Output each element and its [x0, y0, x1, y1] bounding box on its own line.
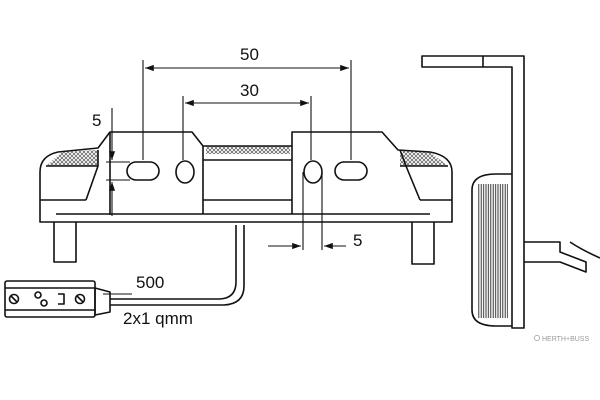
support-leg-right — [411, 222, 435, 265]
watermark-text: HERTH+BUSS — [542, 336, 589, 343]
brake-pad-side-view — [421, 55, 600, 329]
friction-lining-side — [471, 173, 512, 327]
sensor-wire — [569, 241, 600, 259]
plug-pin — [74, 293, 86, 305]
plug-pin-mark — [76, 295, 84, 303]
dimension-lines — [103, 60, 352, 295]
wear-sensor-cable — [4, 225, 245, 318]
dim-label-30: 30 — [240, 81, 259, 100]
plug-strain-relief — [94, 287, 111, 316]
mounting-hole-right — [303, 160, 323, 184]
backing-plate-outline — [39, 131, 453, 223]
watermark-logo-icon — [534, 335, 540, 341]
cable-spec-label: 2x1 qmm — [123, 309, 193, 328]
support-leg-left — [53, 222, 77, 263]
dim-label-5-vertical: 5 — [92, 111, 101, 130]
cable-line-1 — [110, 225, 237, 300]
plug-body-lines — [5, 287, 95, 311]
plug-latch — [58, 293, 65, 305]
plug-pin-mark — [10, 295, 18, 303]
brake-pad-front-view — [39, 131, 453, 265]
dimension-labels: 50 30 5 5 500 2x1 qmm — [92, 45, 362, 328]
plug-contact — [34, 291, 42, 299]
backing-plate-side — [421, 55, 525, 329]
lining-hatch-right — [400, 150, 448, 166]
lining-hatch-center — [206, 146, 290, 154]
mounting-slot-right — [334, 161, 368, 181]
lining-hatch-left — [46, 150, 98, 166]
dim-label-50: 50 — [240, 45, 259, 64]
friction-lining-texture — [478, 184, 508, 318]
sensor-stub — [524, 241, 587, 273]
cable-length-label: 500 — [136, 273, 164, 292]
mounting-hole-left — [175, 160, 195, 184]
cable-line-2 — [110, 225, 245, 306]
watermark: HERTH+BUSS — [534, 335, 589, 343]
plug-connector — [4, 280, 96, 318]
mounting-slot-left — [126, 161, 160, 181]
plug-contact — [40, 299, 48, 307]
dim-label-5-horizontal: 5 — [353, 231, 362, 250]
plug-pin — [8, 293, 20, 305]
